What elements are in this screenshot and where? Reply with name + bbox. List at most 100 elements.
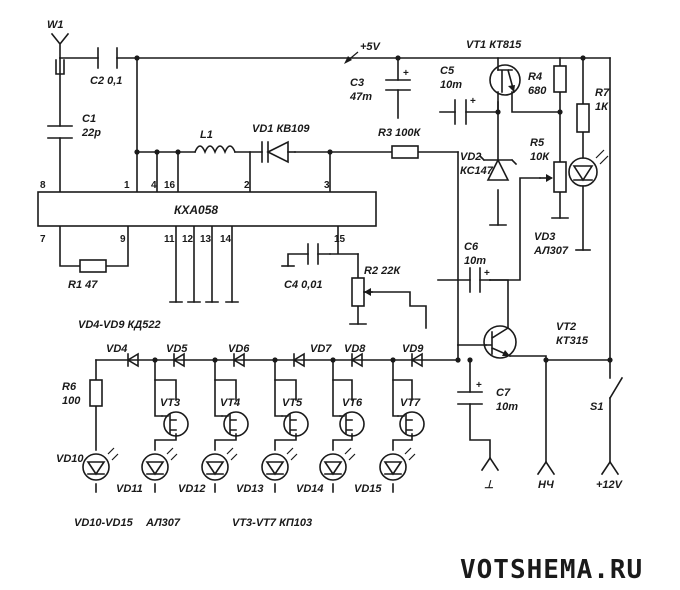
vd10-label: VD10: [56, 453, 84, 465]
vd1-label: VD1 КВ109: [252, 123, 310, 135]
led-vd11: VD11: [116, 447, 178, 495]
resistor-r1: R1 47: [68, 259, 107, 291]
c2-label: C2 0,1: [90, 75, 122, 87]
led-vd15: VD15: [354, 447, 416, 495]
vd9-label: VD9: [402, 343, 424, 355]
vt5-label: VT5: [282, 397, 303, 409]
svg-text:+: +: [484, 268, 490, 279]
svg-text:+: +: [476, 380, 482, 391]
s1-label: S1: [590, 401, 603, 413]
led-vd13: VD13: [236, 447, 298, 495]
capacitor-c7: + C7 10m: [457, 380, 518, 413]
terminal-lf-out: НЧ: [536, 460, 556, 491]
v12-label: +12V: [596, 479, 624, 491]
pin-2: 2: [244, 180, 250, 191]
watermark-logo: VOTSHEMA.RU: [460, 555, 643, 585]
pin-9: 9: [120, 234, 126, 245]
capacitor-c4: C4 0,01: [281, 243, 323, 291]
diode-vd4: VD4: [106, 343, 139, 368]
transistor-vt2: VT2 КТ315: [483, 321, 589, 359]
r5-name: R5: [530, 137, 545, 149]
chip-label: КХА058: [174, 203, 218, 217]
c7-value: 10m: [496, 401, 518, 413]
c6-value: 10m: [464, 255, 486, 267]
led-vd3: VD3 АЛ307: [533, 149, 609, 257]
vt3-vt7-caption: VT3-VT7 КП103: [232, 517, 312, 529]
pin-12: 12: [182, 234, 194, 245]
c1-value: 22р: [81, 127, 101, 139]
capacitor-c6: + C6 10m: [464, 241, 490, 293]
pin-14: 14: [220, 234, 232, 245]
ground-label: ⊥: [484, 479, 494, 491]
vt1-label: VT1 КТ815: [466, 39, 522, 51]
wires: [59, 57, 611, 493]
r7-name: R7: [595, 87, 610, 99]
vd11-label: VD11: [116, 483, 143, 495]
switch-s1: S1: [590, 359, 624, 413]
diode-vd6: VD6: [228, 343, 250, 368]
pin-13: 13: [200, 234, 212, 245]
r4-name: R4: [528, 71, 542, 83]
capacitor-c5: + C5 10m: [440, 65, 476, 125]
resistor-r3: R3 100К: [378, 127, 421, 159]
r4-value: 680: [528, 85, 547, 97]
l1-label: L1: [200, 129, 213, 141]
vd10-vd15-caption: VD10-VD15: [74, 517, 134, 529]
fet-vt4: VT4: [220, 397, 249, 437]
diode-vd9: VD9: [402, 343, 424, 368]
resistor-r7: R7 1К: [576, 87, 610, 133]
pin-8: 8: [40, 180, 46, 191]
pin-15: 15: [334, 234, 346, 245]
svg-text:+: +: [403, 68, 409, 79]
w1-label: W1: [47, 19, 64, 31]
al307-caption: АЛ307: [145, 517, 181, 529]
c7-name: C7: [496, 387, 511, 399]
terminal-ground: ⊥: [480, 456, 500, 491]
lf-out-label: НЧ: [538, 479, 554, 491]
c5-value: 10m: [440, 79, 462, 91]
r7-value: 1К: [595, 101, 609, 113]
fet-vt6: VT6: [339, 397, 365, 437]
led-vd14: VD14: [296, 447, 356, 495]
r6-name: R6: [62, 381, 77, 393]
c4-label: C4 0,01: [284, 279, 323, 291]
potentiometer-r2: R2 22К: [349, 265, 401, 325]
vd13-label: VD13: [236, 483, 264, 495]
vt3-label: VT3: [160, 397, 180, 409]
vd2-name: VD2: [460, 151, 481, 163]
pin-16: 16: [164, 180, 176, 191]
vd8-label: VD8: [344, 343, 366, 355]
diode-vd7: VD7: [292, 343, 332, 368]
capacitor-c3: + C3 47m: [349, 68, 411, 103]
vd7-label: VD7: [310, 343, 332, 355]
c3-name: C3: [350, 77, 364, 89]
vd6-label: VD6: [228, 343, 250, 355]
vd12-label: VD12: [178, 483, 206, 495]
vd3-name: VD3: [534, 231, 555, 243]
led-vd12: VD12: [178, 447, 238, 495]
varicap-vd1: VD1 КВ109: [252, 123, 310, 164]
vt7-label: VT7: [400, 397, 421, 409]
vd2-value: КС147: [460, 165, 494, 177]
vt4-label: VT4: [220, 397, 240, 409]
transistor-vt1: VT1 КТ815: [466, 39, 522, 96]
c3-value: 47m: [349, 91, 372, 103]
r5-value: 10К: [530, 151, 550, 163]
potentiometer-r5: R5 10К: [530, 137, 569, 219]
junction-dots: [134, 55, 613, 363]
supply-label: +5V: [360, 41, 382, 53]
diode-vd8: VD8: [344, 343, 366, 368]
diode-vd5: VD5: [166, 343, 188, 368]
r3-label: R3 100К: [378, 127, 421, 139]
terminal-12v: +12V: [596, 460, 624, 491]
inductor-l1: L1: [193, 129, 237, 155]
c5-name: C5: [440, 65, 455, 77]
vd4-vd9-label: VD4-VD9 КД522: [78, 319, 161, 331]
pin-1: 1: [124, 180, 130, 191]
pin-3: 3: [324, 180, 330, 191]
zener-vd2: VD2 КС147: [460, 151, 518, 226]
resistor-r4: R4 680: [528, 65, 567, 97]
fet-vt3: VT3: [160, 397, 189, 437]
pin-7: 7: [40, 234, 46, 245]
